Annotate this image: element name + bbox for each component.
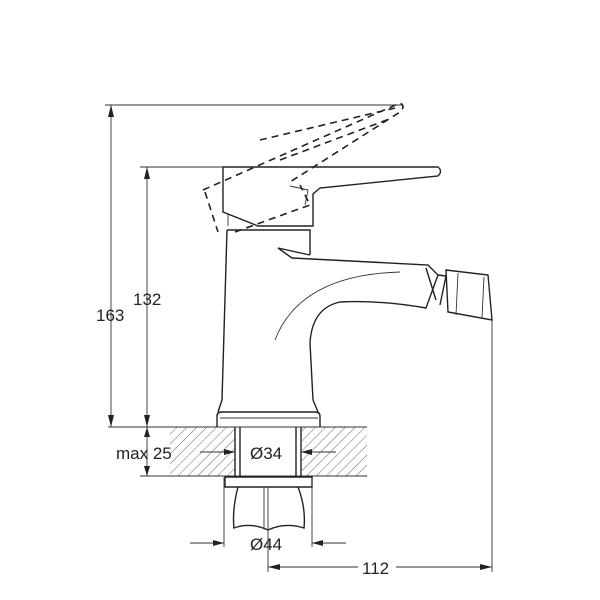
spout [274, 247, 493, 344]
dimension-hole-diameter: Ø34 [250, 444, 282, 463]
dimension-base-diameter: Ø44 [250, 535, 282, 554]
dimension-total-height: 163 [96, 306, 124, 325]
dimension-body-height: 132 [133, 290, 161, 309]
dimension-spout-reach: 112 [362, 559, 389, 578]
dimension-lines: 163 132 max 25 Ø34 Ø44 112 [96, 104, 493, 578]
lever-handle [202, 102, 442, 233]
faucet-body [216, 229, 321, 427]
mounting-nut [224, 476, 313, 531]
dimension-max-countertop: max 25 [116, 444, 172, 463]
